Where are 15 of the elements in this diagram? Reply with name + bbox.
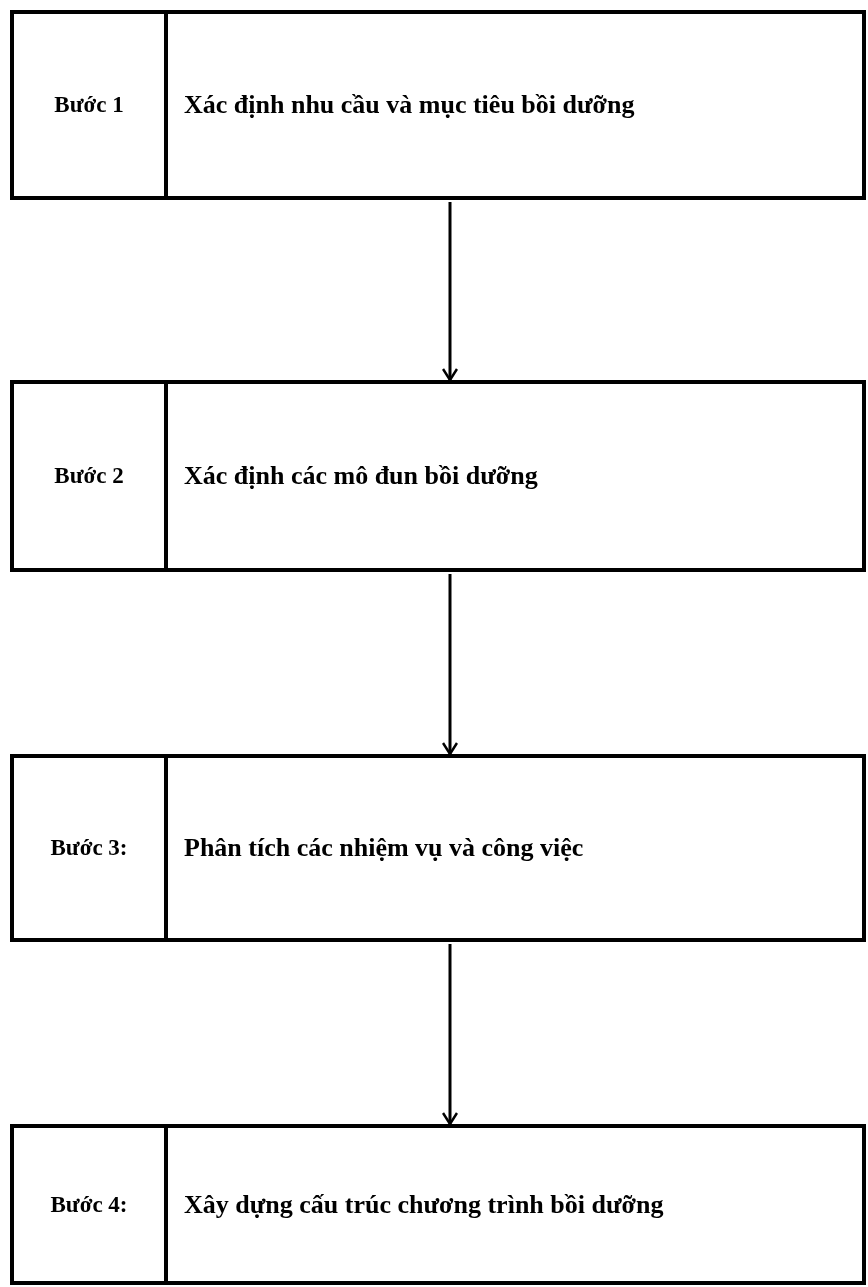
step-label: Bước 4: bbox=[50, 1191, 128, 1218]
arrow bbox=[441, 202, 459, 382]
step-box bbox=[10, 754, 866, 942]
step-description: Xây dựng cấu trúc chương trình bồi dưỡng bbox=[184, 1189, 664, 1220]
arrow bbox=[441, 944, 459, 1126]
step-label: Bước 3: bbox=[50, 835, 128, 861]
arrow bbox=[441, 574, 459, 756]
step-description: Xác định nhu cầu và mục tiêu bồi dưỡng bbox=[184, 90, 635, 120]
step-box bbox=[10, 380, 866, 572]
step-box bbox=[10, 1124, 866, 1285]
step-description: Phân tích các nhiệm vụ và công việc bbox=[184, 833, 584, 863]
step-label: Bước 1 bbox=[54, 92, 124, 118]
step-label: Bước 2 bbox=[54, 463, 124, 489]
step-description: Xác định các mô đun bồi dưỡng bbox=[184, 461, 538, 491]
step-box bbox=[10, 10, 866, 200]
